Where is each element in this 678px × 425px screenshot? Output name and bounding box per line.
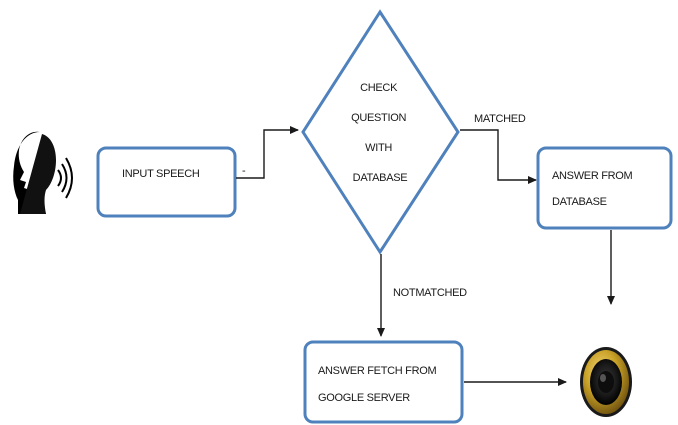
node-answer-google: ANSWER FETCH FROM GOOGLE SERVER (303, 340, 464, 424)
node-check-question: CHECK QUESTION WITH DATABASE (301, 9, 460, 255)
speaking-head-icon (13, 131, 73, 214)
edge-input-tick: - (242, 165, 246, 177)
loudspeaker-icon (580, 347, 632, 417)
node-answer-database: ANSWER FROM DATABASE (536, 146, 673, 230)
edge-matched-label: MATCHED (474, 113, 526, 125)
edge-input-to-check (236, 126, 299, 179)
node-check-question-label: CHECK QUESTION WITH DATABASE (351, 82, 409, 184)
edge-matched (460, 129, 537, 184)
node-answer-google-label: ANSWER FETCH FROM GOOGLE SERVER (318, 365, 439, 404)
node-input-speech-label: INPUT SPEECH (122, 168, 200, 180)
node-answer-database-label: ANSWER FROM DATABASE (552, 170, 635, 208)
node-input-speech: INPUT SPEECH (96, 146, 237, 218)
edge-not-matched-label: NOTMATCHED (393, 287, 467, 299)
